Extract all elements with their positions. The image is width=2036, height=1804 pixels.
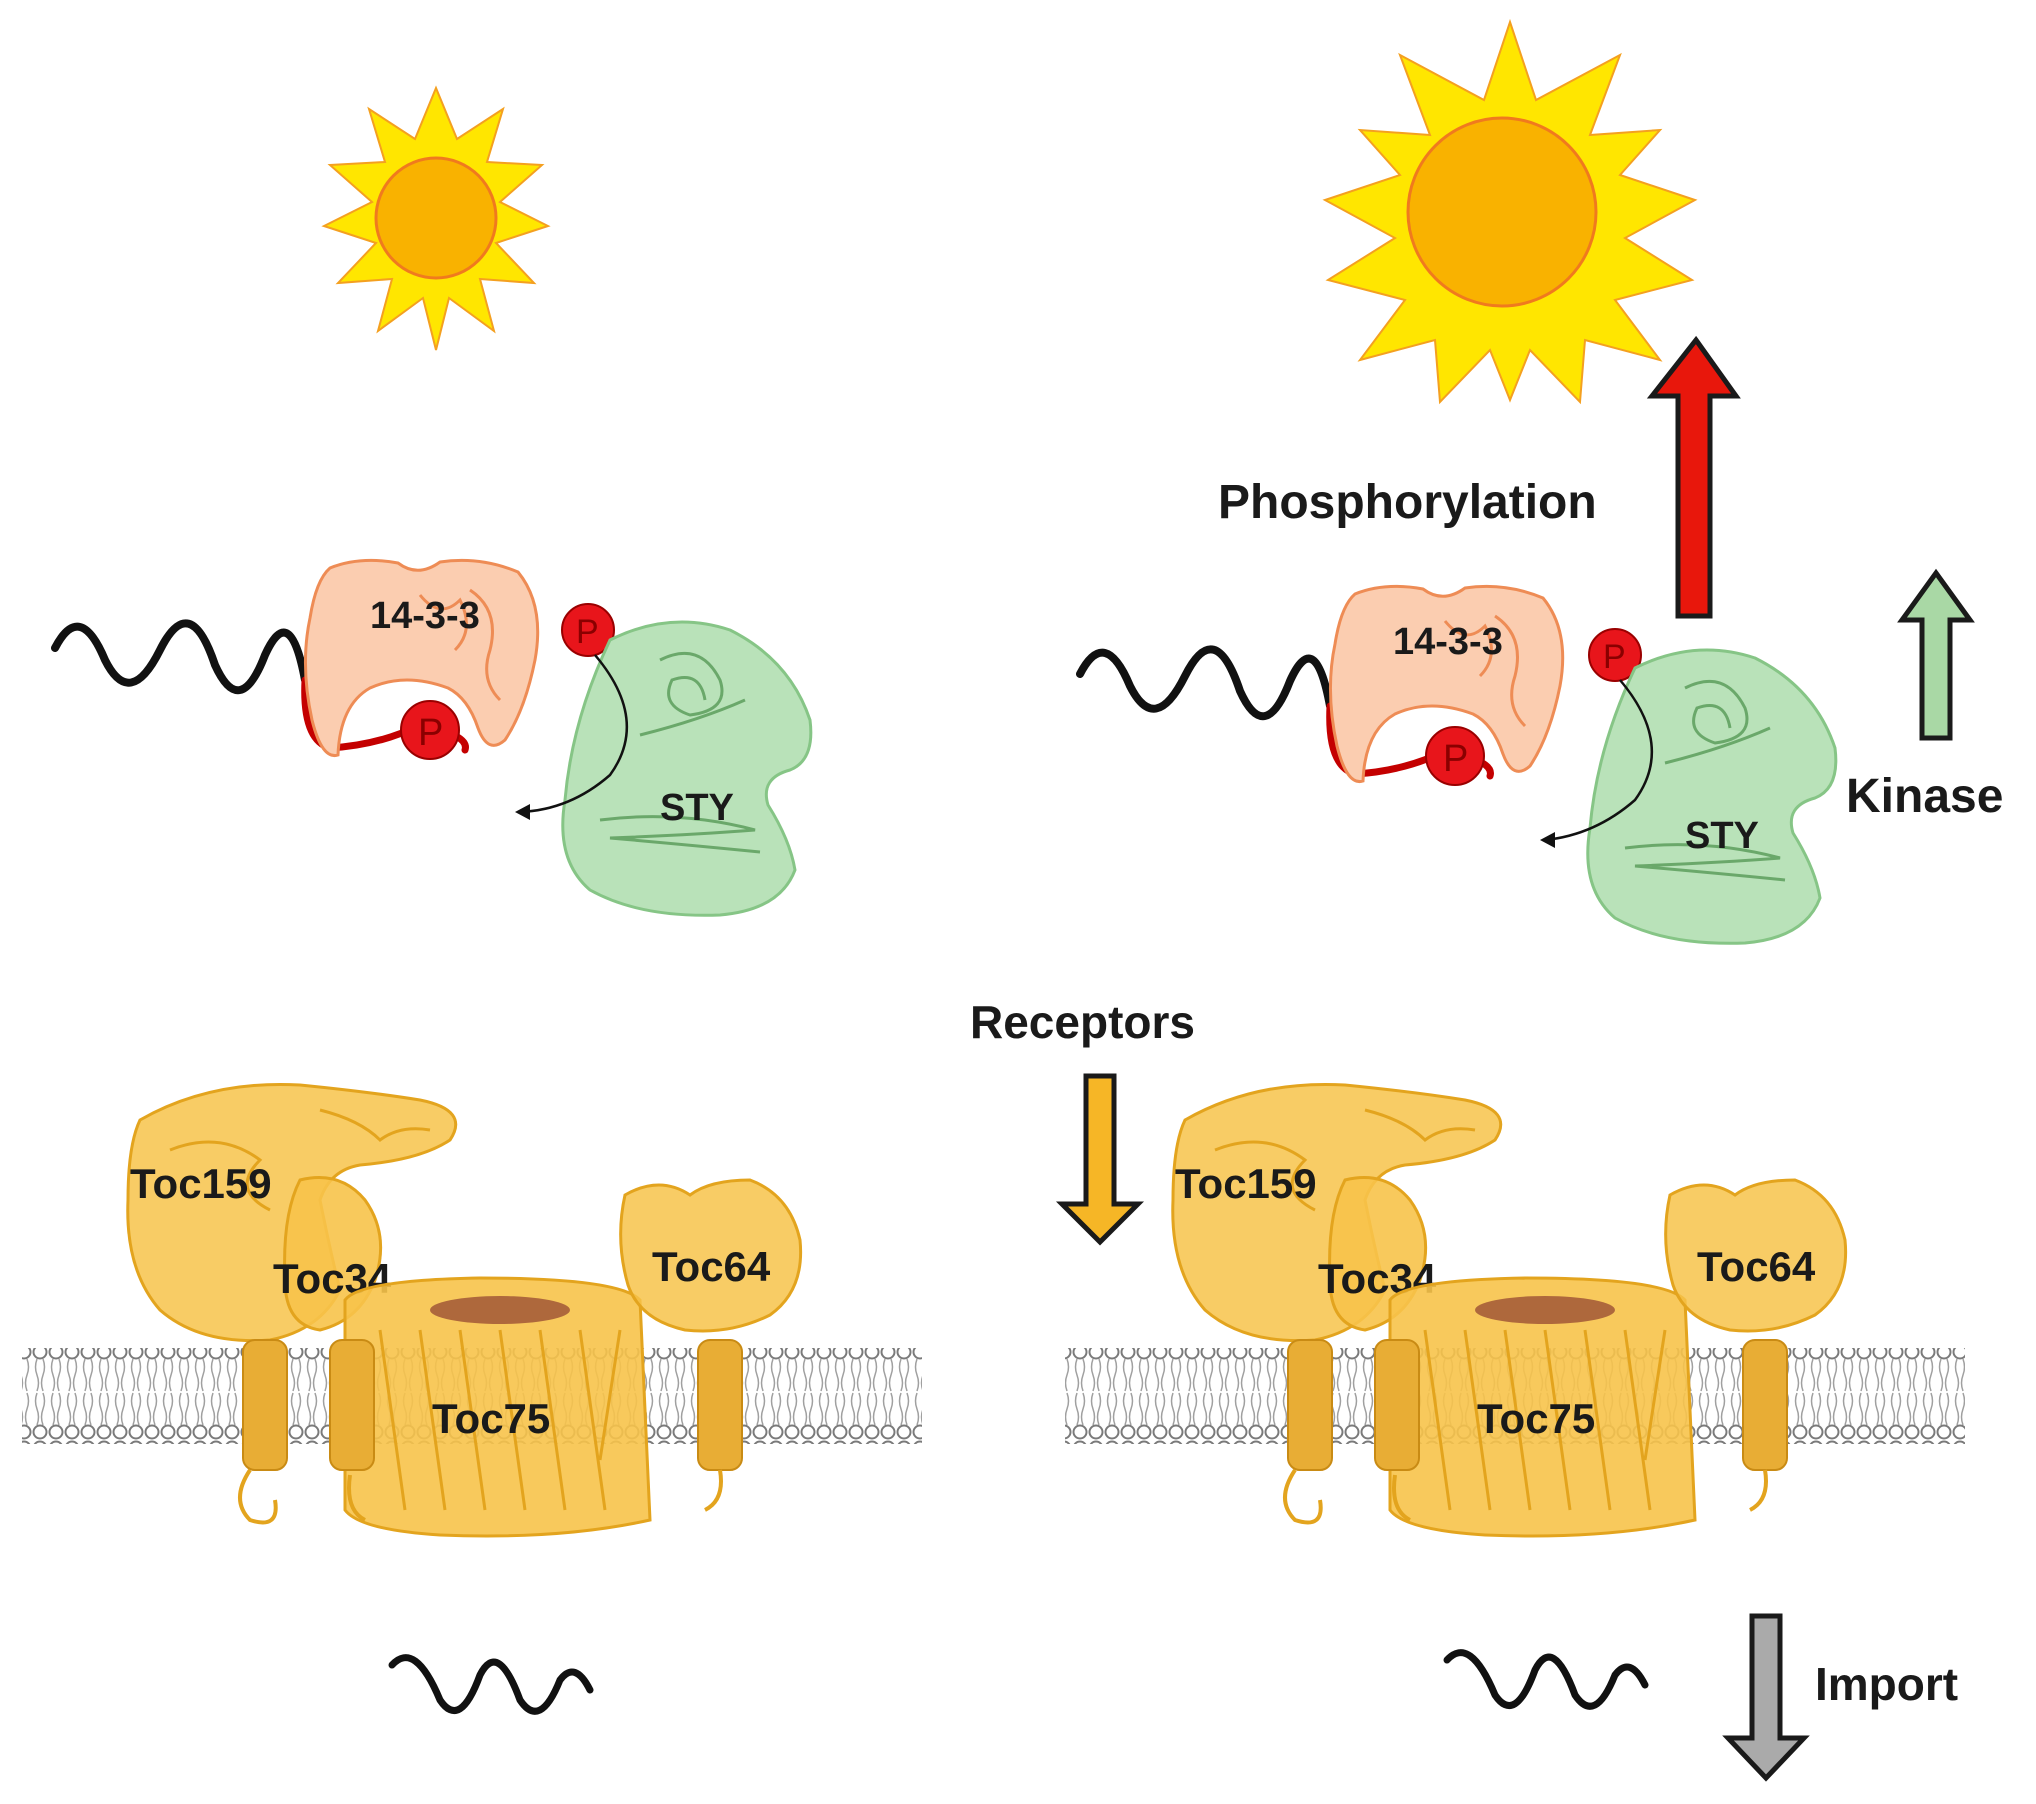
receptors-label: Receptors bbox=[970, 996, 1195, 1048]
left-sty-kinase bbox=[561, 620, 813, 917]
import-label: Import bbox=[1815, 1658, 1958, 1710]
right-imported-peptide bbox=[1443, 1649, 1649, 1710]
right-14-3-3-label: 14-3-3 bbox=[1393, 621, 1503, 663]
left-phospho-free bbox=[561, 603, 615, 657]
right-toc-complex: Toc159 Toc34 Toc75 Toc64 bbox=[1065, 1082, 1965, 1538]
left-toc64-label: Toc64 bbox=[652, 1243, 771, 1290]
left-phospho-bound bbox=[400, 700, 460, 760]
right-toc75-label: Toc75 bbox=[1477, 1395, 1595, 1442]
phosphorylation-label: Phosphorylation bbox=[1218, 476, 1597, 529]
left-toc-complex: Toc159 Toc34 Toc75 Toc64 bbox=[22, 1082, 922, 1538]
right-14-3-3-protein bbox=[1328, 584, 1565, 784]
right-phospho-free-label: P bbox=[1603, 638, 1626, 676]
receptors-down-arrow bbox=[1055, 1073, 1145, 1246]
right-phospho-free bbox=[1588, 628, 1642, 682]
left-transfer-arrow bbox=[519, 654, 629, 814]
right-toc64 bbox=[1664, 1178, 1848, 1333]
left-precursor-peptide bbox=[51, 619, 309, 695]
sun-small bbox=[321, 85, 551, 351]
left-sty-label: STY bbox=[660, 787, 734, 829]
sun-large bbox=[1322, 18, 1698, 405]
left-14-3-3-protein bbox=[303, 558, 540, 758]
kinase-label: Kinase bbox=[1846, 770, 2003, 823]
left-toc64 bbox=[619, 1178, 803, 1333]
left-14-3-3-label: 14-3-3 bbox=[370, 595, 480, 637]
left-imported-peptide bbox=[388, 1654, 594, 1715]
left-phospho-free-label: P bbox=[576, 613, 599, 651]
right-phospho-bound bbox=[1425, 726, 1485, 786]
right-toc64-label: Toc64 bbox=[1697, 1243, 1816, 1290]
kinase-up-arrow bbox=[1897, 568, 1975, 741]
import-down-arrow bbox=[1722, 1613, 1810, 1782]
left-toc159-label: Toc159 bbox=[130, 1160, 272, 1207]
right-signaling-group: 14-3-3 P P STY bbox=[1076, 584, 1838, 945]
right-sty-label: STY bbox=[1685, 815, 1759, 857]
left-signaling-group: 14-3-3 P P STY bbox=[51, 558, 813, 917]
right-transfer-arrow bbox=[1544, 679, 1654, 842]
right-phospho-bound-label: P bbox=[1443, 738, 1468, 780]
right-toc159-label: Toc159 bbox=[1175, 1160, 1317, 1207]
right-precursor-peptide bbox=[1076, 645, 1334, 721]
phosphorylation-up-arrow bbox=[1646, 335, 1741, 619]
left-phospho-bound-label: P bbox=[418, 712, 443, 754]
left-toc75-label: Toc75 bbox=[432, 1395, 550, 1442]
right-sty-kinase bbox=[1586, 648, 1838, 945]
